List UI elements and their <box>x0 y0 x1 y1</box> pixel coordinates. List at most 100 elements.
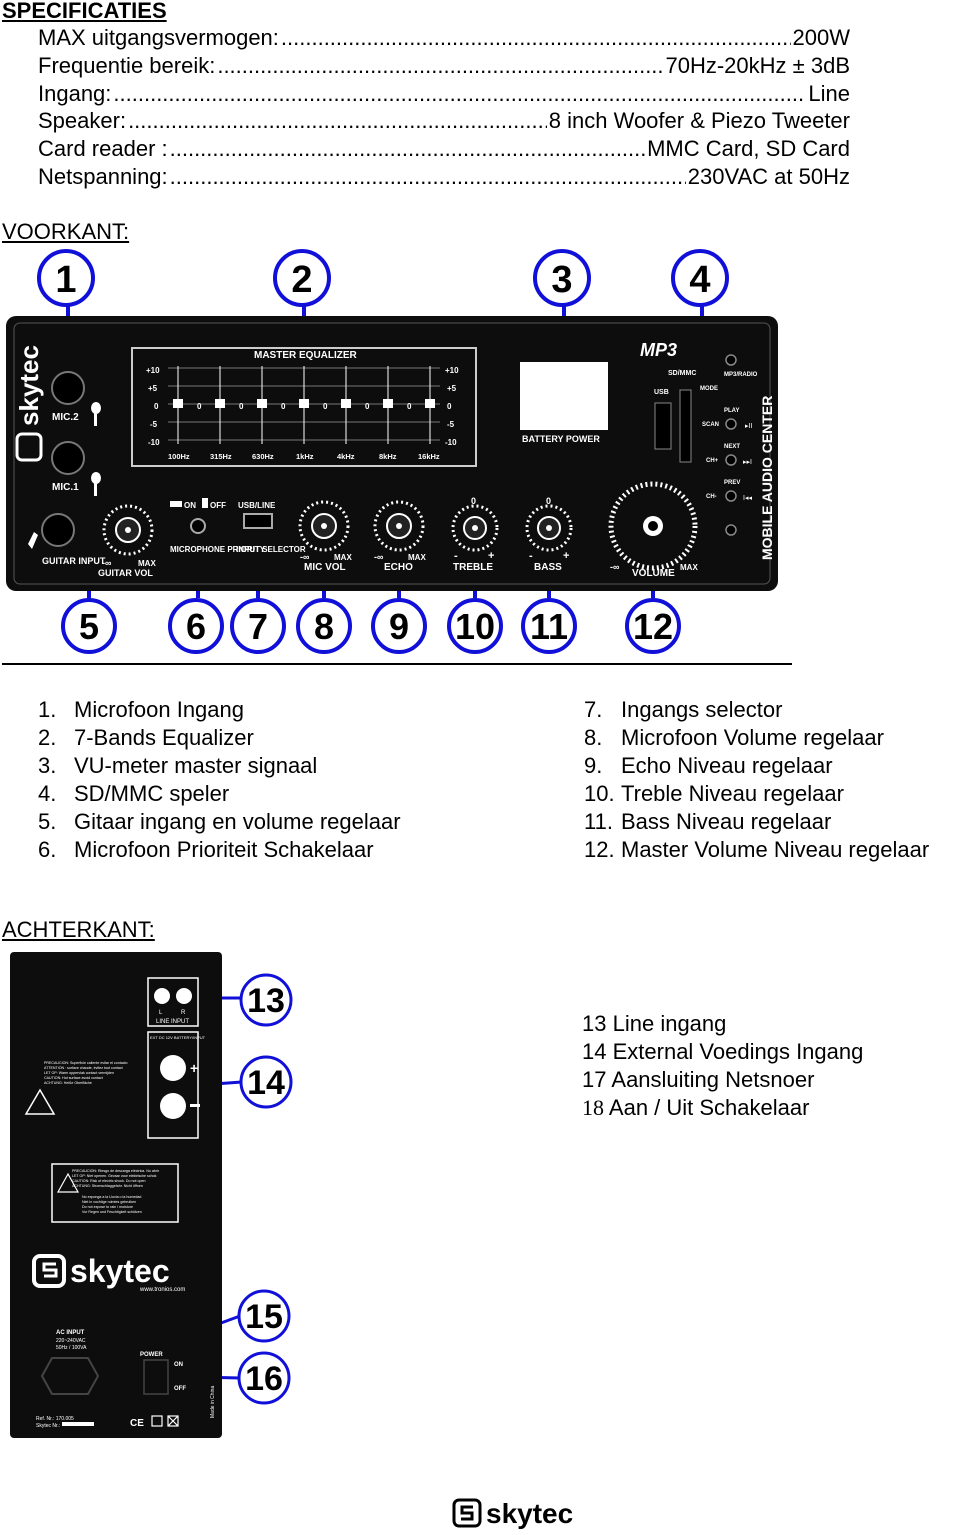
plus-sign: + <box>190 1060 198 1076</box>
callouts-bottom: 5 6 7 8 9 10 11 12 <box>61 598 681 654</box>
battery-power-label: BATTERY POWER <box>522 434 600 444</box>
brand-logo: skytec <box>14 345 44 462</box>
ext-dc-plus-terminal[interactable] <box>160 1055 186 1081</box>
rear-panel-figure: L R LINE INPUT EXT DC 12V BATTERY/INPUT … <box>10 952 293 1438</box>
mode-button[interactable] <box>725 354 737 366</box>
ac-freq-label: 50Hz / 100VA <box>56 1345 87 1351</box>
callout-number: 1 <box>55 259 76 301</box>
skytec-nr-label: Skytec Nr.: <box>36 1423 60 1429</box>
input-selector-label: INPUT SELECTOR <box>236 545 306 554</box>
line-input-l-jack[interactable] <box>154 988 170 1004</box>
next-button[interactable] <box>725 454 737 466</box>
footer-brand-text: skytec <box>486 1498 573 1529</box>
eq-zero-mark: 0 <box>407 402 412 411</box>
power-label: POWER <box>140 1352 163 1358</box>
ce-mark: CE <box>130 1418 144 1429</box>
hot-surface-warning-icon <box>24 1088 56 1115</box>
master-volume-knob[interactable] <box>608 481 698 571</box>
play-pause-icon: ▸II <box>745 423 752 430</box>
next-icon: ▸▸I <box>743 459 752 466</box>
eq-db-label: +10 <box>445 366 459 375</box>
mic2-jack[interactable] <box>51 371 85 405</box>
recycle-bin-icon <box>167 1415 179 1427</box>
list-item: 17 Aansluiting Netsnoer <box>582 1067 815 1092</box>
usb-port[interactable] <box>654 402 672 450</box>
power-switch[interactable] <box>143 1359 169 1395</box>
mic-priority-switch[interactable] <box>190 518 206 534</box>
button-label: NEXT <box>724 444 740 450</box>
front-legend-right: 7.Ingangs selector 8.Microfoon Volume re… <box>584 696 929 864</box>
eq-db-label: -10 <box>445 438 457 447</box>
treble-label: TREBLE <box>453 562 493 573</box>
eq-band-label: 630Hz <box>252 452 274 461</box>
spec-value: MMC Card, SD Card <box>647 136 850 161</box>
mic1-jack[interactable] <box>51 441 85 475</box>
warning-text: LET OP: Niet openen. Gevaar voor elektri… <box>72 1174 157 1178</box>
line-input-label: LINE INPUT <box>156 1019 189 1025</box>
mic-vol-max: MAX <box>334 553 352 562</box>
shock-warning-box <box>51 1163 179 1223</box>
input-selector-switch[interactable] <box>243 513 273 529</box>
priority-off-label: OFF <box>210 501 226 510</box>
list-item: 14 External Voedings Ingang <box>582 1039 864 1064</box>
list-item: 7.Ingangs selector <box>584 697 783 722</box>
eq-band-label: 8kHz <box>379 452 397 461</box>
spec-row: MAX uitgangsvermogen:200W <box>38 25 850 53</box>
bass-knob[interactable] <box>525 504 573 552</box>
list-item: 11.Bass Niveau regelaar <box>584 809 832 834</box>
sd-card-slot[interactable] <box>679 389 692 463</box>
guitar-input-jack[interactable] <box>41 513 75 547</box>
warning-text: CAUTION: Risk of electric shock. Do not … <box>72 1179 146 1183</box>
ext-dc-minus-terminal[interactable] <box>160 1093 186 1119</box>
button-label: MP3/RADIO <box>724 372 758 378</box>
ext-dc-label: EXT DC 12V BATTERY/INPUT <box>150 1035 206 1040</box>
eq-band-label: 100Hz <box>168 452 190 461</box>
eq-db-label: +10 <box>146 366 160 375</box>
mic-vol-knob[interactable] <box>298 500 350 552</box>
eq-db-label: -10 <box>148 438 160 447</box>
warning-text: PRECAUCION: Riesgo de descarga eléctrica… <box>72 1169 160 1173</box>
button-label: PREV <box>724 480 740 486</box>
rear-brand-logo <box>32 1254 66 1288</box>
rear-legend: 13 Line ingang 14 External Voedings Inga… <box>582 1010 863 1122</box>
echo-label: ECHO <box>384 562 413 573</box>
vu-meter <box>520 362 608 430</box>
callout-number: 14 <box>247 1064 285 1102</box>
warning-text: CAUTION: Hot surface avoid contact <box>44 1076 103 1080</box>
eq-sliders[interactable] <box>173 366 435 444</box>
line-input-r-jack[interactable] <box>176 988 192 1004</box>
volume-max: MAX <box>680 563 698 572</box>
eq-db-label: -5 <box>150 420 158 429</box>
eq-db-label: -5 <box>447 420 455 429</box>
treble-knob[interactable] <box>451 504 499 552</box>
eq-db-label: 0 <box>447 402 452 411</box>
double-insulation-icon <box>151 1415 163 1427</box>
callout-number: 4 <box>689 259 710 301</box>
guitar-input-label: GUITAR INPUT <box>42 556 106 566</box>
button-label: SCAN <box>702 422 719 428</box>
callout-number: 10 <box>455 606 495 647</box>
echo-min: -∞ <box>374 552 384 562</box>
mic-vol-label: MIC VOL <box>304 562 346 573</box>
list-item: 6.Microfoon Prioriteit Schakelaar <box>38 837 374 862</box>
callout-number: 6 <box>186 606 206 647</box>
eq-zero-mark: 0 <box>365 402 370 411</box>
button-label: CH+ <box>706 458 719 464</box>
warning-text: Do not expose to rain / moisture <box>82 1205 133 1209</box>
warning-text: No exponga a la Lluvia o la humedad <box>82 1195 141 1199</box>
power-led <box>725 524 737 536</box>
sdmmc-label: SD/MMC <box>668 370 696 377</box>
guitar-vol-min: -∞ <box>102 558 112 568</box>
spec-label: Ingang: <box>38 81 112 106</box>
spec-label: Frequentie bereik: <box>38 53 216 78</box>
warning-text: LET OP: Warm oppervlak contact vermijden <box>44 1071 114 1075</box>
play-button[interactable] <box>725 418 737 430</box>
echo-knob[interactable] <box>373 500 425 552</box>
ac-power-socket[interactable] <box>40 1357 100 1395</box>
eq-band-label: 1kHz <box>296 452 314 461</box>
volume-min: -∞ <box>610 562 620 572</box>
guitar-vol-max: MAX <box>138 559 156 568</box>
prev-button[interactable] <box>725 490 737 502</box>
mp3-logo: MP3 <box>640 340 677 360</box>
guitar-vol-knob[interactable] <box>102 504 154 556</box>
